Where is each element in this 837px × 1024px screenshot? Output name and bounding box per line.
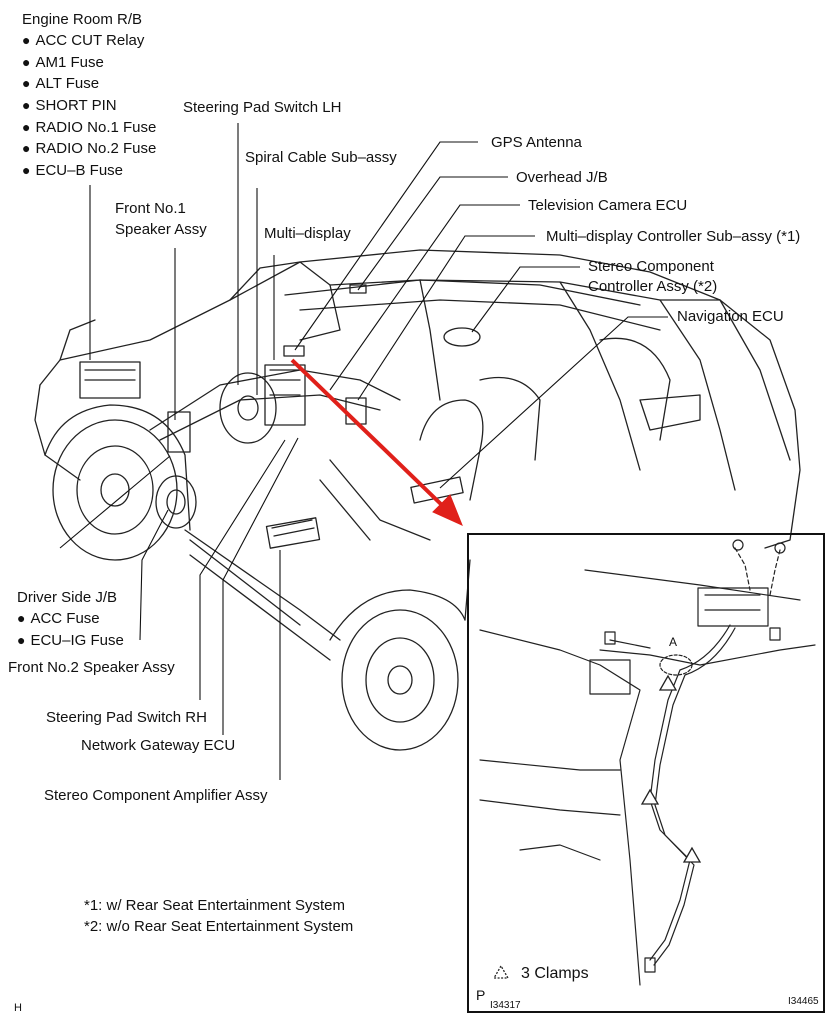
label-steering-pad-switch-rh: Steering Pad Switch RH <box>46 709 207 726</box>
label-multi-display: Multi–display <box>264 225 351 242</box>
label-front-speaker-2: Front No.2 Speaker Assy <box>8 659 175 676</box>
driver-side-jb-item: ACC Fuse <box>17 610 99 627</box>
inset-reference-left: I34317 <box>490 1000 521 1011</box>
engine-room-item: RADIO No.2 Fuse <box>22 140 156 157</box>
front-speaker-2-component <box>155 475 197 529</box>
inset-point-label: A <box>669 635 678 649</box>
label-spiral-cable: Spiral Cable Sub–assy <box>245 149 397 166</box>
gps-antenna-component <box>283 345 305 357</box>
label-front-speaker-1: Front No.1 <box>115 200 186 217</box>
clamp-marker <box>682 846 702 863</box>
label-television-camera-ecu: Television Camera ECU <box>528 197 688 214</box>
footnote-1: *1: w/ Rear Seat Entertainment System <box>84 897 345 914</box>
engine-room-item: AM1 Fuse <box>22 54 103 71</box>
label-network-gateway-ecu: Network Gateway ECU <box>81 737 236 754</box>
label-gps-antenna: GPS Antenna <box>491 134 582 151</box>
inset-corner-letter: P <box>476 987 486 1003</box>
driver-side-jb-title: Driver Side J/B <box>17 589 118 606</box>
footnote-2: *2: w/o Rear Seat Entertainment System <box>84 918 354 935</box>
engine-room-item: ALT Fuse <box>22 75 99 92</box>
engine-room-item: ECU–B Fuse <box>22 162 123 179</box>
engine-room-item: ACC CUT Relay <box>22 32 144 49</box>
label-front-speaker-1-line2: Speaker Assy <box>115 221 207 238</box>
label-stereo-component-controller: Stereo Component <box>588 258 714 275</box>
engine-room-item: RADIO No.1 Fuse <box>22 119 156 136</box>
amplifier-component <box>265 517 321 549</box>
vehicle-body-outline <box>39 249 801 549</box>
engine-room-rb-component <box>79 361 141 399</box>
page-corner-letter: H <box>14 1002 22 1014</box>
detail-inset-frame <box>467 533 825 1013</box>
clamp-marker <box>658 674 678 691</box>
inset-clamps-note: 3 Clamps <box>521 965 589 982</box>
clamp-legend-icon <box>492 964 510 979</box>
label-overhead-jb: Overhead J/B <box>516 169 608 186</box>
pointer-arrow <box>290 358 463 526</box>
label-navigation-ecu: Navigation ECU <box>677 308 784 325</box>
engine-room-item: SHORT PIN <box>22 97 116 114</box>
label-stereo-component-controller-line2: Controller Assy (*2) <box>588 278 718 295</box>
clamp-marker <box>640 788 660 805</box>
driver-side-jb-item: ECU–IG Fuse <box>17 632 123 649</box>
label-stereo-amplifier: Stereo Component Amplifier Assy <box>44 787 268 804</box>
label-steering-pad-switch-lh: Steering Pad Switch LH <box>183 99 342 116</box>
navigation-ecu-component <box>410 476 464 504</box>
engine-room-rb-title: Engine Room R/B <box>22 11 143 28</box>
inset-reference-right: I34465 <box>788 996 819 1007</box>
label-multi-display-controller: Multi–display Controller Sub–assy (*1) <box>546 228 801 245</box>
